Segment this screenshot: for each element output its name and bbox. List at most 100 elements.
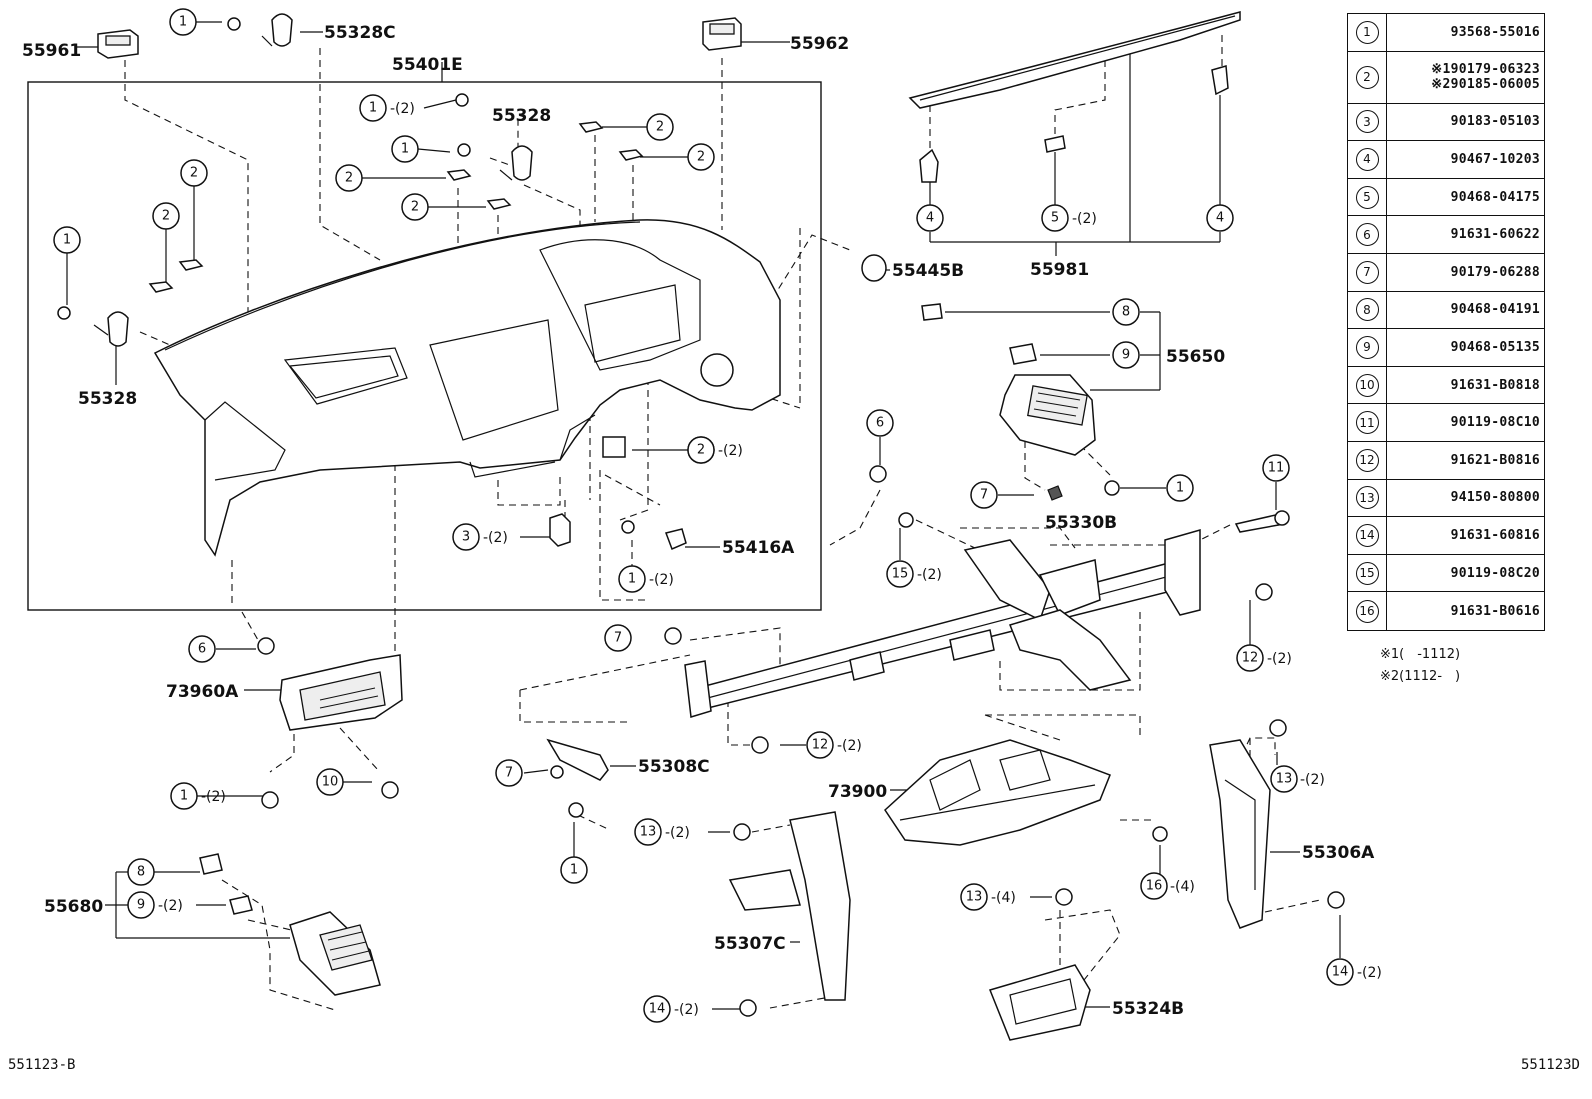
legend-part-number: 90119-08C20 — [1387, 555, 1544, 592]
legend-key: 14 — [1348, 517, 1387, 554]
callout-07: 2 — [687, 143, 715, 171]
svg-text:7: 7 — [614, 631, 622, 646]
svg-text:-(2): -(2) — [1300, 772, 1325, 788]
legend-part-number-line: 90468-05135 — [1450, 339, 1540, 355]
legend-part-number-line: 91621-B0816 — [1450, 452, 1540, 468]
legend-part-number-line: 91631-B0616 — [1450, 603, 1540, 619]
svg-text:7: 7 — [980, 488, 988, 503]
part-label-55330b: 55330B — [1045, 513, 1117, 533]
legend-part-number: 91631-60622 — [1387, 216, 1544, 253]
svg-text:16: 16 — [1146, 879, 1163, 894]
svg-text:14: 14 — [649, 1002, 666, 1017]
svg-text:2: 2 — [190, 166, 198, 181]
legend-part-number: 91631-B0616 — [1387, 592, 1544, 630]
legend-part-number: 90468-05135 — [1387, 329, 1544, 366]
legend-part-number: 90179-06288 — [1387, 254, 1544, 291]
callout-23: 1-(2) — [618, 565, 674, 593]
callout-03: 1 — [391, 135, 419, 163]
part-label-55650: 55650 — [1166, 347, 1225, 367]
callout-37: 9 -(2) — [127, 891, 183, 919]
svg-text:9: 9 — [1122, 348, 1130, 363]
svg-text:12: 12 — [812, 738, 829, 753]
legend-row: 16 91631-B0616 — [1348, 592, 1544, 630]
part-label-55306a: 55306A — [1302, 843, 1375, 863]
callout-18: 2-(2) — [687, 436, 743, 464]
legend-part-number: 91631-B0818 — [1387, 367, 1544, 404]
callout-25: 12-(2) — [1236, 644, 1292, 672]
legend-part-number-line: 90183-05103 — [1450, 114, 1540, 130]
svg-text:12: 12 — [1242, 651, 1259, 666]
legend-part-number: 91621-B0816 — [1387, 442, 1544, 479]
legend-key: 4 — [1348, 141, 1387, 178]
legend-part-number-line: 94150-80800 — [1450, 490, 1540, 506]
part-label-55328c: 55328C — [324, 23, 396, 43]
legend-key: 10 — [1348, 366, 1387, 404]
part-label-55680: 55680 — [44, 897, 103, 917]
callout-15: 8 — [1112, 298, 1140, 326]
part-shapes — [57, 11, 1345, 1041]
svg-text:-(2): -(2) — [483, 530, 508, 546]
legend-key-number: 3 — [1355, 110, 1379, 134]
legend-key: 9 — [1348, 329, 1387, 366]
legend-part-number-line: 90467-10203 — [1450, 151, 1540, 167]
legend-key: 7 — [1348, 253, 1387, 291]
legend-part-number-line: 91631-B0818 — [1450, 377, 1540, 393]
callout-06: 2 — [646, 113, 674, 141]
callout-20: 1 — [1166, 474, 1194, 502]
legend-key: 2 — [1348, 51, 1387, 103]
callout-26: 6 — [188, 635, 216, 663]
legend-part-number-line: 90119-08C20 — [1450, 565, 1540, 581]
legend-row: 6 91631-60622 — [1348, 216, 1544, 254]
part-label-55307c: 55307C — [714, 934, 786, 954]
svg-text:7: 7 — [505, 766, 513, 781]
legend-part-number-line: 90119-08C10 — [1450, 415, 1540, 431]
legend-part-number-line: 91631-60622 — [1450, 227, 1540, 243]
legend-part-number: 93568-55016 — [1387, 14, 1544, 51]
svg-text:-(2): -(2) — [674, 1002, 699, 1018]
legend-key: 12 — [1348, 441, 1387, 479]
legend-key-number: 4 — [1355, 147, 1379, 171]
legend-row: 11 90119-08C10 — [1348, 404, 1544, 442]
svg-text:1: 1 — [369, 101, 377, 116]
callout-21: 11 — [1262, 454, 1290, 482]
legend-key: 6 — [1348, 216, 1387, 253]
part-label-55328-left: 55328 — [78, 389, 137, 409]
svg-text:1: 1 — [1176, 481, 1184, 496]
legend-part-number-line: 91631-60816 — [1450, 527, 1540, 543]
legend-key-number: 16 — [1355, 599, 1379, 623]
svg-text:1: 1 — [401, 142, 409, 157]
svg-text:-(2): -(2) — [158, 898, 183, 914]
svg-text:-(2): -(2) — [201, 789, 226, 805]
callout-39: 14 -(2) — [643, 995, 699, 1023]
part-label-55445b: 55445B — [892, 261, 964, 281]
part-label-73960a: 73960A — [166, 682, 239, 702]
callout-16: 9 — [1112, 341, 1140, 369]
legend-part-number-line: 93568-55016 — [1450, 24, 1540, 40]
legend-key-number: 5 — [1355, 185, 1379, 209]
legend-key: 11 — [1348, 404, 1387, 441]
callout-02: 1-(2) — [359, 94, 415, 122]
legend-part-number: ※190179-06323※290185-06005 — [1387, 52, 1544, 103]
legend-key-number: 9 — [1355, 335, 1379, 359]
svg-text:9: 9 — [137, 898, 145, 913]
callout-33: 1 — [560, 856, 588, 884]
callout-36: 8 — [127, 858, 155, 886]
part-label-55401e: 55401E — [392, 55, 463, 75]
svg-text:6: 6 — [876, 416, 884, 431]
svg-text:1: 1 — [570, 863, 578, 878]
callout-32: 10 — [316, 768, 344, 796]
legend-key: 8 — [1348, 291, 1387, 329]
svg-text:1: 1 — [628, 572, 636, 587]
part-label-group: 55961 55328C 55962 55401E 55328 55328 55… — [22, 23, 1375, 1019]
callout-04: 2 — [335, 164, 363, 192]
part-label-55416a: 55416A — [722, 538, 795, 558]
callout-01: 1 — [169, 8, 197, 36]
svg-text:6: 6 — [198, 642, 206, 657]
legend-part-number-line: ※290185-06005 — [1431, 77, 1540, 93]
svg-text:-(4): -(4) — [991, 890, 1016, 906]
legend-key-number: 11 — [1355, 411, 1379, 435]
